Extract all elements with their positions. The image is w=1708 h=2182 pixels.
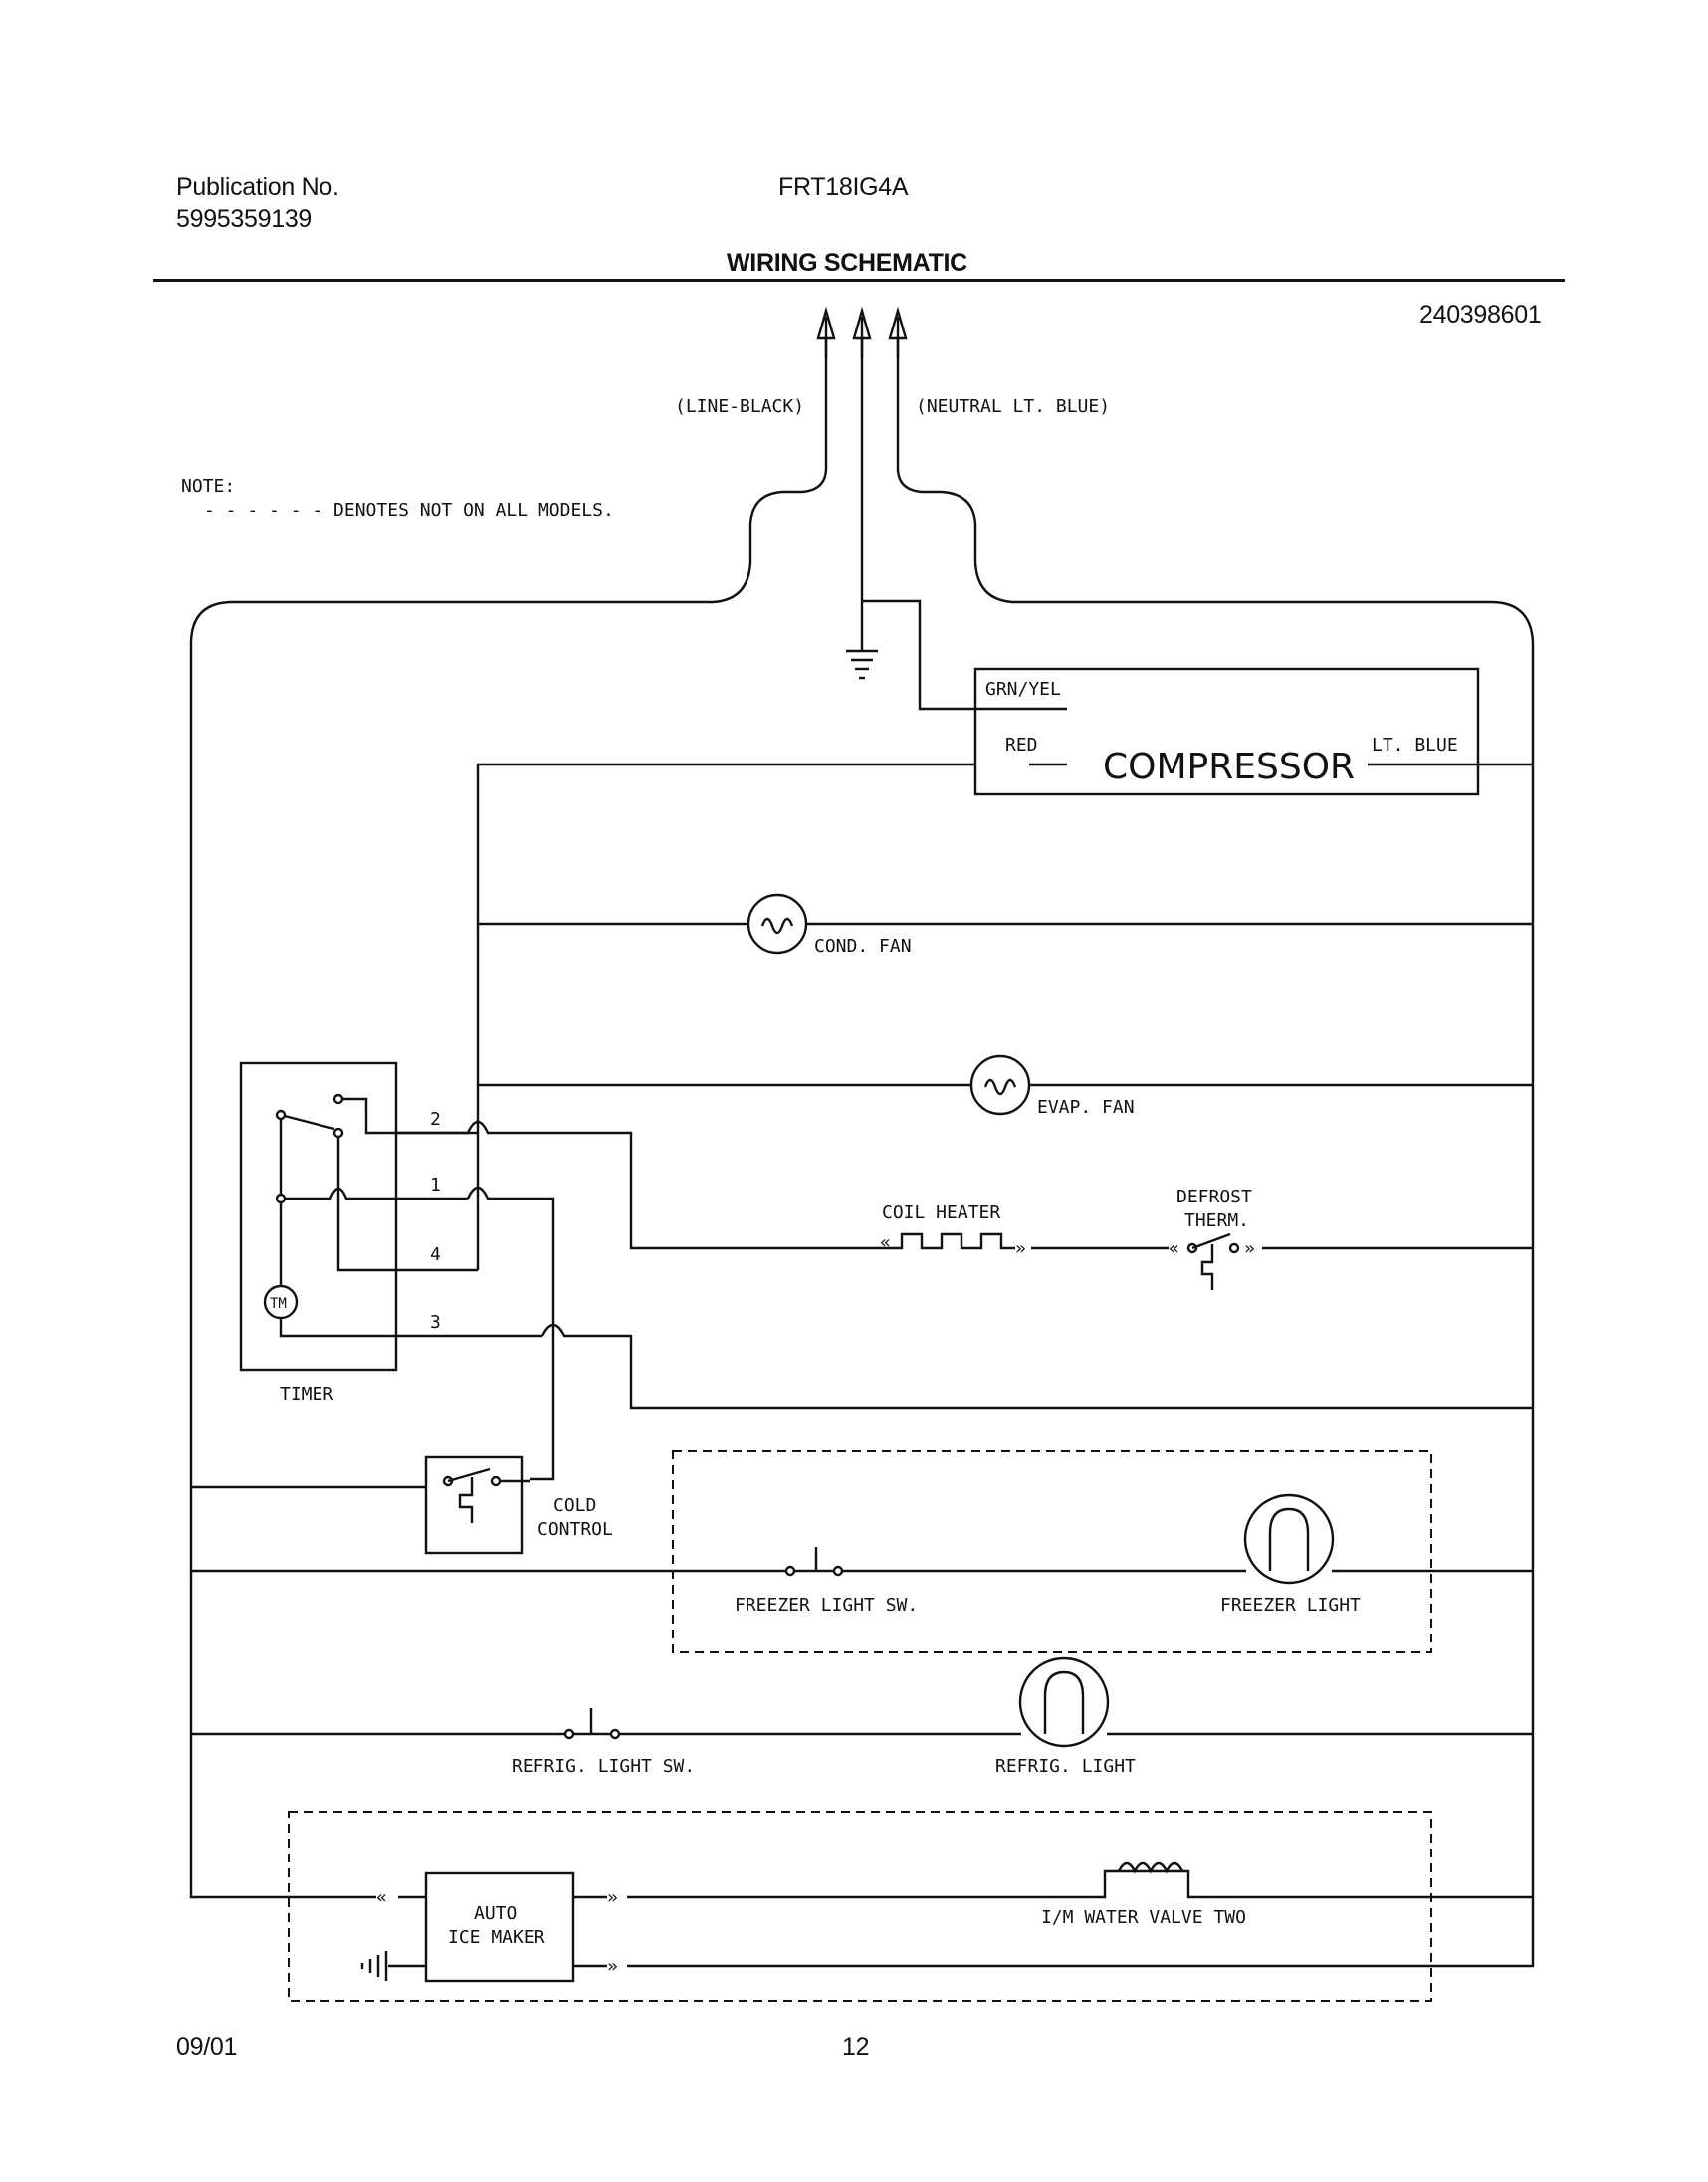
compressor-label: COMPRESSOR — [1103, 747, 1355, 787]
compressor-grn-yel: GRN/YEL — [985, 679, 1061, 700]
cond-fan-label: COND. FAN — [814, 936, 912, 957]
evap-fan-icon — [969, 1054, 1031, 1116]
ice-maker-label-2: ICE MAKER — [448, 1927, 545, 1948]
page-title: WIRING SCHEMATIC — [727, 249, 967, 277]
page-number: 12 — [842, 2033, 870, 2061]
timer-motor-icon: TM — [263, 1284, 299, 1320]
evap-fan-label: EVAP. FAN — [1037, 1097, 1135, 1118]
model-number: FRT18IG4A — [778, 173, 909, 201]
header-rule — [153, 279, 1565, 282]
cold-control-switch — [442, 1467, 530, 1523]
freezer-light-label: FREEZER LIGHT — [1220, 1595, 1361, 1616]
freezer-light-switch-label: FREEZER LIGHT SW. — [735, 1595, 918, 1616]
terminal-2: 2 — [430, 1109, 441, 1130]
compressor-lt-blue: LT. BLUE — [1372, 735, 1458, 756]
svg-text:»: » — [607, 1956, 618, 1977]
terminal-1: 1 — [430, 1175, 441, 1196]
defrost-therm-icon: « » — [1169, 1232, 1255, 1290]
freezer-light-group — [672, 1450, 1432, 1653]
refrig-light-switch-icon — [563, 1708, 621, 1740]
water-valve-icon — [1117, 1861, 1184, 1874]
footer-date: 09/01 — [176, 2033, 238, 2061]
cold-control-label-1: COLD — [553, 1495, 596, 1516]
svg-text:«: « — [1169, 1238, 1179, 1259]
coil-heater-label: COIL HEATER — [882, 1202, 1000, 1223]
note-label: NOTE: — [181, 476, 235, 497]
ice-maker-label-1: AUTO — [474, 1903, 517, 1924]
wire-terminal-2 — [396, 1120, 888, 1250]
neutral-label: (NEUTRAL LT. BLUE) — [916, 396, 1110, 417]
ground-icon — [846, 649, 878, 680]
svg-text:«: « — [376, 1887, 387, 1908]
coil-heater-icon — [888, 1232, 1015, 1250]
publication-label: Publication No. — [176, 173, 339, 201]
svg-text:«: « — [880, 1232, 891, 1253]
timer-contacts — [275, 1093, 542, 1338]
compressor-box — [973, 667, 1480, 796]
water-valve-label: I/M WATER VALVE TWO — [1041, 1907, 1246, 1928]
terminal-4: 4 — [430, 1244, 441, 1265]
svg-text:TM: TM — [270, 1296, 287, 1312]
timer-box — [239, 1061, 398, 1372]
svg-text:»: » — [1244, 1238, 1255, 1259]
wire-terminal-1 — [466, 1186, 555, 1481]
line-black-wire — [189, 338, 828, 1899]
defrost-label-1: DEFROST — [1176, 1187, 1252, 1207]
freezer-light-bulb-icon — [1243, 1493, 1335, 1585]
ice-maker-box — [424, 1871, 575, 1983]
svg-text:»: » — [1015, 1238, 1026, 1259]
line-black-label: (LINE-BLACK) — [675, 396, 804, 417]
refrig-light-bulb-icon — [1018, 1656, 1110, 1748]
svg-text:»: » — [607, 1887, 618, 1908]
red-wire — [476, 763, 975, 1270]
cold-control-box — [424, 1455, 524, 1555]
cond-fan-icon — [747, 893, 808, 955]
refrig-light-switch-label: REFRIG. LIGHT SW. — [512, 1756, 695, 1777]
ice-maker-group — [288, 1811, 1432, 2002]
ice-maker-ground-icon — [360, 1951, 426, 1981]
publication-number: 5995359139 — [176, 205, 313, 233]
ground-wire — [860, 338, 975, 711]
terminal-3: 3 — [430, 1312, 441, 1333]
compressor-red: RED — [1005, 735, 1038, 756]
note-text: - - - - - - DENOTES NOT ON ALL MODELS. — [204, 500, 614, 521]
freezer-light-switch-icon — [784, 1547, 844, 1577]
timer-label: TIMER — [280, 1384, 333, 1405]
neutral-wire — [896, 338, 1535, 1968]
wire-terminal-3 — [540, 1323, 1533, 1410]
refrig-light-label: REFRIG. LIGHT — [995, 1756, 1136, 1777]
drawing-number: 240398601 — [1419, 301, 1542, 328]
defrost-label-2: THERM. — [1184, 1210, 1249, 1231]
cold-control-label-2: CONTROL — [537, 1519, 613, 1540]
